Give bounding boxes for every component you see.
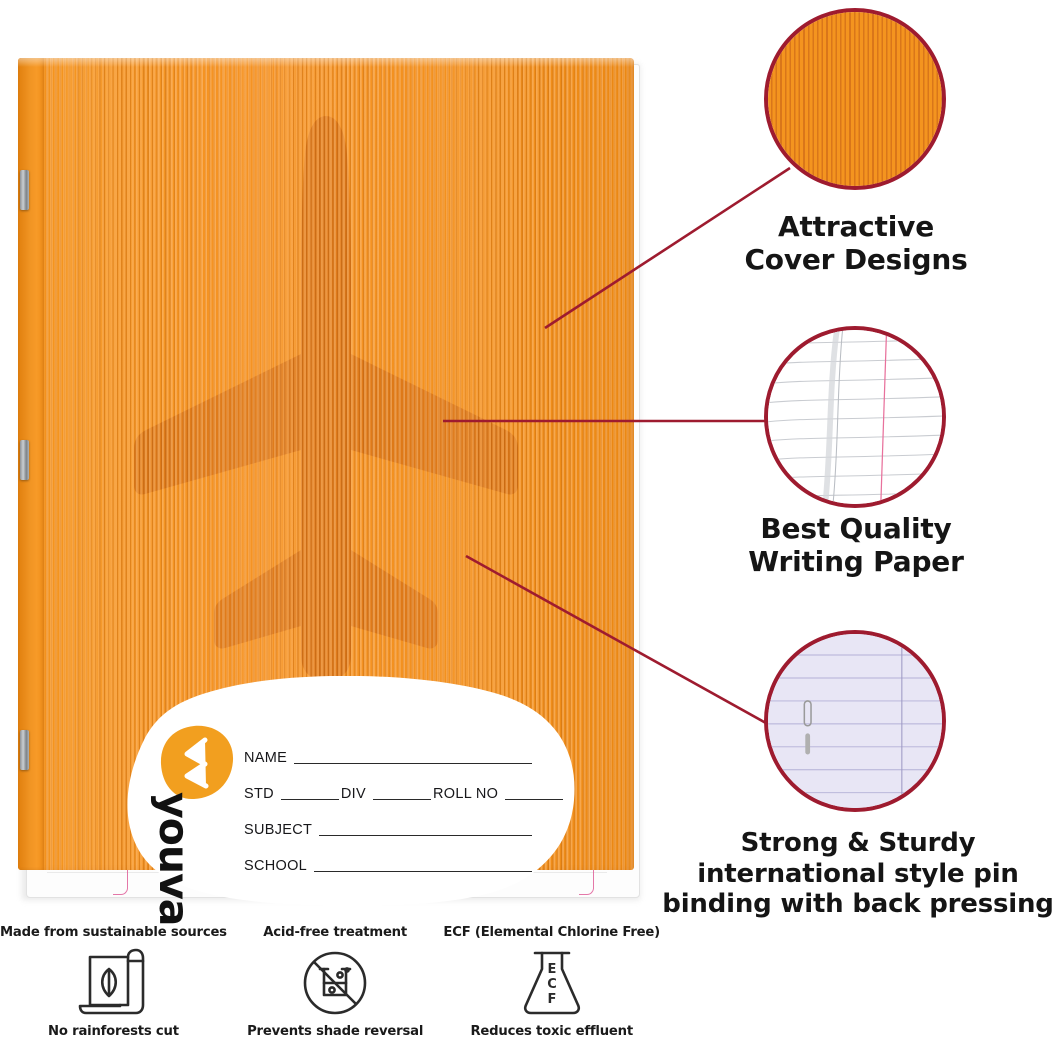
certification-badges: Made from sustainable sources No rainfor… — [0, 925, 660, 1060]
badge-2-subtitle: Prevents shade reversal — [247, 1024, 424, 1039]
magnifier-pin-binding — [764, 630, 946, 812]
pin-binding-icon — [768, 634, 942, 808]
callout-2-line-2: Writing Paper — [748, 545, 964, 579]
magnified-pin-binding — [768, 634, 942, 808]
field-label-school: SCHOOL — [244, 858, 308, 874]
callout-1-line-1: Attractive — [778, 210, 934, 243]
badge-sustainable-sources: Made from sustainable sources No rainfor… — [0, 925, 227, 1060]
label-form: NAME STD DIV ROLL NO SUBJECT SCHOOL — [244, 732, 564, 876]
binding-pin — [20, 170, 29, 210]
field-input-school[interactable] — [314, 871, 532, 872]
form-row-school: SCHOOL — [244, 840, 534, 876]
badge-acid-free: Acid-free treatment Prevents shade rever… — [227, 925, 444, 1060]
badge-3-title: ECF (Elemental Chlorine Free) — [443, 925, 660, 940]
youva-logo: youva — [150, 724, 234, 925]
flask-letter-e: E — [547, 962, 556, 977]
field-label-name: NAME — [244, 750, 288, 766]
no-acid-beaker-icon — [294, 947, 376, 1019]
logo-blob-icon — [160, 725, 234, 800]
callout-3-line-2: international style pin — [697, 858, 1019, 889]
badge-2-title: Acid-free treatment — [263, 925, 407, 940]
page-corner-mark — [113, 868, 128, 895]
field-label-roll-no: ROLL NO — [432, 786, 499, 802]
field-input-roll-no[interactable] — [505, 799, 564, 800]
label-blob-shape — [127, 676, 575, 907]
field-input-std[interactable] — [280, 799, 339, 800]
callout-1-line-2: Cover Designs — [744, 243, 968, 277]
magnifier-cover-texture — [764, 8, 946, 190]
staple-pin-icon — [803, 700, 812, 727]
ecf-flask-icon: E C F — [511, 947, 593, 1019]
flask-letter-c: C — [547, 977, 557, 992]
airplane-motif-icon — [134, 116, 518, 680]
form-row-name: NAME — [244, 732, 534, 768]
callout-label-cover-designs: Attractive Cover Designs — [666, 210, 1046, 276]
field-label-subject: SUBJECT — [244, 822, 313, 838]
field-input-subject[interactable] — [319, 835, 532, 836]
callout-label-pin-binding: Strong & Sturdy international style pin … — [660, 828, 1056, 920]
binding-pin — [20, 730, 29, 770]
badge-ecf: ECF (Elemental Chlorine Free) E C F Redu… — [443, 925, 660, 1060]
callout-3-line-3: binding with back pressing — [662, 889, 1054, 920]
field-input-div[interactable] — [372, 799, 431, 800]
magnifier-writing-paper — [764, 326, 946, 508]
callout-2-line-1: Best Quality — [760, 512, 952, 545]
cover-top-highlight — [18, 58, 634, 67]
callout-label-writing-paper: Best Quality Writing Paper — [666, 512, 1046, 578]
form-row-subject: SUBJECT — [244, 804, 534, 840]
page-corner-mark — [579, 868, 594, 895]
field-label-div: DIV — [340, 786, 366, 802]
callout-3-line-1: Strong & Sturdy — [740, 828, 976, 858]
field-label-std: STD — [244, 786, 274, 802]
flask-letter-f: F — [547, 992, 556, 1007]
logo-wordmark: youva — [150, 792, 198, 926]
badge-1-subtitle: No rainforests cut — [48, 1024, 179, 1039]
form-row-std-div-roll: STD DIV ROLL NO — [244, 768, 564, 804]
ruled-paper-icon — [768, 330, 942, 504]
notebook-product: youva NAME STD DIV ROLL NO SUBJECT — [18, 58, 640, 925]
staple-pin-icon — [805, 733, 811, 755]
magnified-ruled-pages — [768, 330, 942, 504]
binding-pin — [20, 440, 29, 480]
field-input-name[interactable] — [294, 763, 532, 764]
magnified-cover-ribs — [768, 12, 942, 186]
badge-1-title: Made from sustainable sources — [0, 925, 227, 940]
badge-3-subtitle: Reduces toxic effluent — [470, 1024, 633, 1039]
cover-name-label: youva NAME STD DIV ROLL NO SUBJECT — [126, 676, 578, 925]
scroll-leaf-icon — [72, 947, 154, 1019]
